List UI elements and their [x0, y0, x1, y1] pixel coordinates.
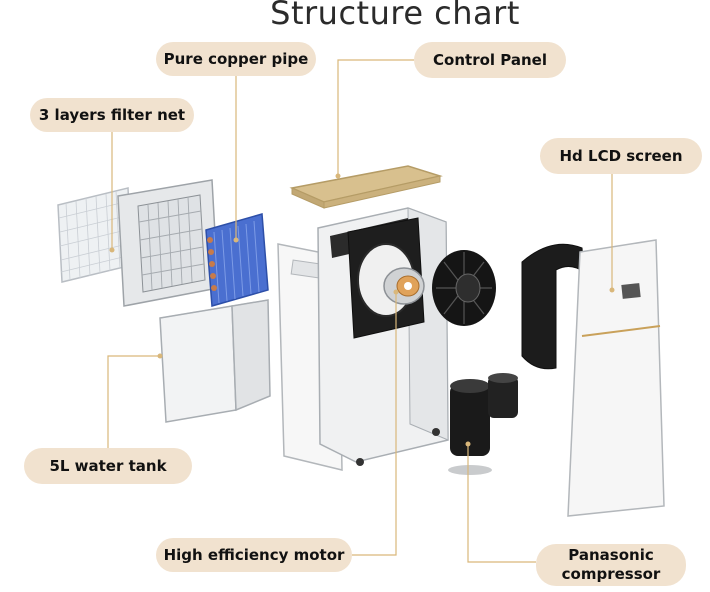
compressor — [448, 373, 518, 475]
copper-pipe-coil — [205, 213, 269, 307]
diagram-title: Structure chart — [270, 0, 520, 32]
water-tank — [159, 299, 271, 423]
blower-wheel — [432, 250, 496, 326]
leader-dots — [109, 173, 615, 447]
label-compressor-line2: compressor — [561, 565, 661, 583]
label-copper-pipe: Pure copper pipe — [156, 42, 316, 76]
label-filter-net: 3 layers filter net — [30, 98, 194, 132]
back-panel — [567, 239, 665, 517]
lcd-screen-icon — [621, 283, 641, 299]
label-compressor-line1: Panasonic — [568, 546, 654, 564]
label-control-panel: Control Panel — [414, 42, 566, 78]
label-motor: High efficiency motor — [156, 538, 352, 572]
label-water-tank: 5L water tank — [24, 448, 192, 484]
control-panel-cover — [289, 165, 443, 209]
filter-frame — [117, 179, 219, 307]
label-compressor: Panasonic compressor — [536, 544, 686, 586]
filter-net-panel — [57, 187, 133, 283]
motor — [383, 267, 425, 305]
label-lcd-screen: Hd LCD screen — [540, 138, 702, 174]
volute-housing — [521, 243, 585, 370]
